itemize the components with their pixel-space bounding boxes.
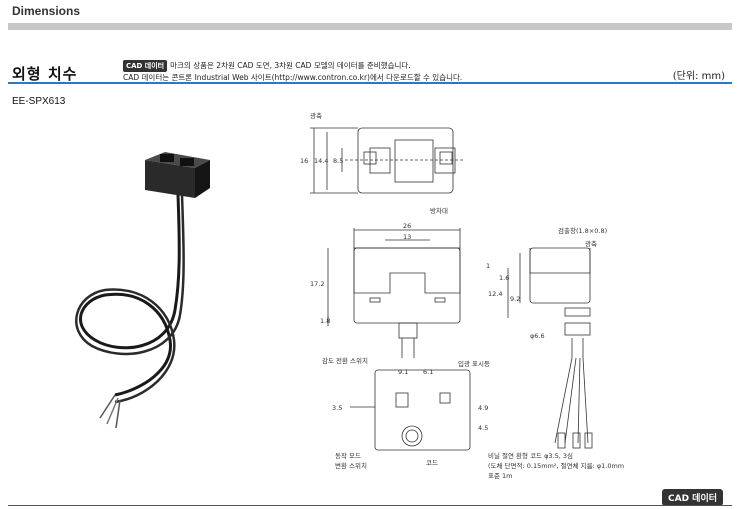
dim-1-8: 1.8 [320, 317, 330, 325]
dim-1-6: 1.6 [499, 274, 509, 282]
dim-4-5: 4.5 [478, 424, 488, 432]
label-aperture: 검출창(1.8×0.8) [558, 226, 607, 235]
dim-8-5: 8.5 [333, 157, 343, 165]
label-mode-switch-1: 동작 모드 [335, 451, 361, 460]
label-optical-axis-top: 광축 [310, 111, 322, 120]
header-divider [8, 23, 732, 30]
dim-16: 16 [300, 157, 308, 165]
label-cable-2: (도체 단면적: 0.15mm², 절연체 지름: φ1.0mm [488, 461, 624, 470]
dim-13: 13 [403, 233, 411, 241]
dim-4-9: 4.9 [478, 404, 488, 412]
cad-data-button[interactable]: CAD 데이터 [662, 489, 724, 506]
section-divider [8, 82, 732, 84]
dim-14-4: 14.4 [314, 157, 328, 165]
label-indicator: 입광 표시등 [458, 360, 490, 368]
label-sensitivity-switch: 감도 전환 스위치 [322, 356, 368, 365]
dim-1: 1 [486, 262, 490, 270]
product-photo [75, 152, 210, 429]
dim-12-4: 12.4 [488, 290, 502, 298]
label-optical-axis-side: 광축 [585, 239, 597, 248]
label-mode-switch-2: 변환 스위치 [335, 461, 367, 470]
page-header-title: Dimensions [12, 4, 81, 18]
dimension-drawing: 광축 16 14.4 8.5 방차대 26 13 17.2 1.8 검출창(1.… [300, 111, 624, 480]
bottom-divider [8, 505, 732, 506]
dim-phi-6-6: φ6.6 [530, 332, 545, 340]
label-cable-3: 표준 1m [488, 472, 513, 480]
dim-3-5: 3.5 [332, 404, 342, 412]
cad-tag: CAD 데이터 [123, 60, 168, 72]
dim-17-2: 17.2 [310, 280, 324, 288]
label-slit: 방차대 [430, 206, 448, 215]
dim-9-2: 9.2 [510, 295, 520, 303]
unit-label: (단위: mm) [672, 71, 725, 82]
dim-6-1: 6.1 [423, 368, 433, 376]
cad-note-line-2: CAD 데이터는 콘트론 Industrial Web 사이트(http://w… [123, 73, 463, 82]
label-cable-1: 비닐 절연 환형 코드 φ3.5, 3심 [488, 451, 573, 460]
model-number: EE-SPX613 [12, 96, 66, 107]
dim-9-1: 9.1 [398, 368, 408, 376]
cad-note-text-1: 마크의 상품은 2차원 CAD 도면, 3차원 CAD 모델의 데이터를 준비했… [170, 61, 411, 70]
label-cord: 코드 [426, 459, 438, 467]
dim-26: 26 [403, 222, 411, 230]
section-title: 외형 치수 [12, 65, 78, 83]
